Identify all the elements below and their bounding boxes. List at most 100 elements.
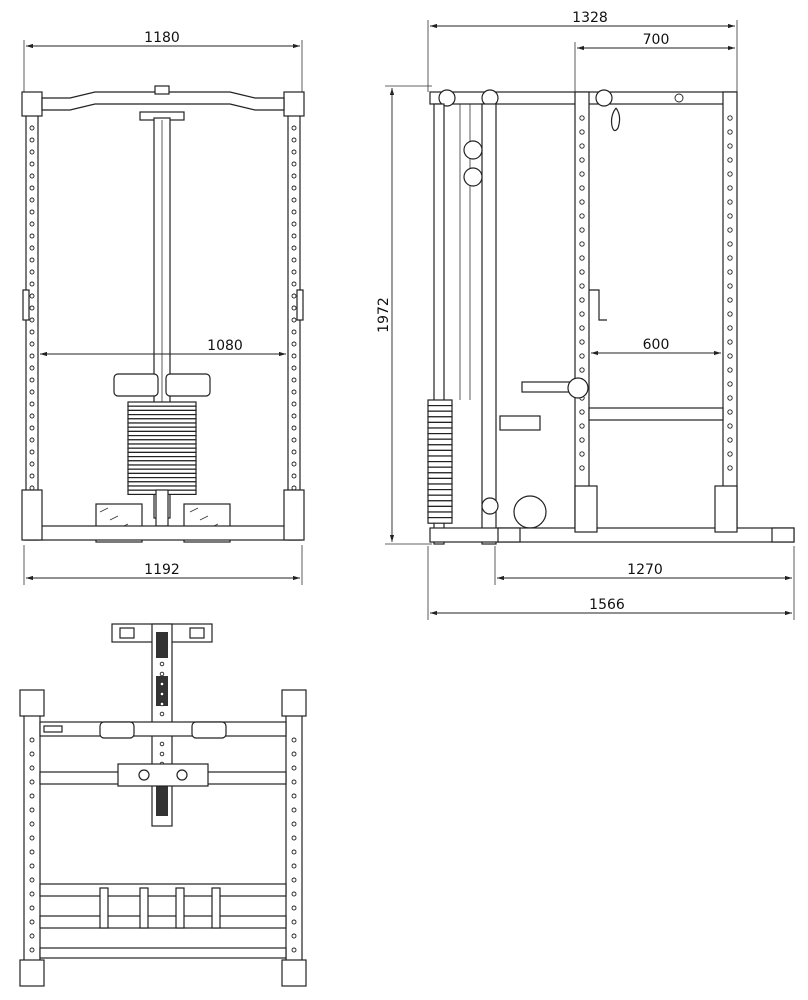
upright-hole bbox=[579, 311, 585, 317]
weight-plate bbox=[127, 472, 197, 479]
rail-hole bbox=[291, 947, 297, 953]
upright-hole bbox=[29, 173, 35, 179]
weight-plate bbox=[427, 449, 453, 457]
upright-hole bbox=[579, 129, 585, 135]
upright-hole bbox=[727, 129, 733, 135]
upright-hole bbox=[29, 257, 35, 263]
upright-hole bbox=[579, 241, 585, 247]
upright-hole bbox=[727, 437, 733, 443]
side-base-frame bbox=[429, 527, 795, 543]
upright-hole bbox=[291, 233, 297, 239]
upright-hole bbox=[29, 281, 35, 287]
upright-hole bbox=[29, 389, 35, 395]
upright-hole bbox=[727, 241, 733, 247]
beam-hole bbox=[159, 741, 165, 747]
weight-plate bbox=[427, 461, 453, 468]
weight-stack bbox=[127, 401, 197, 496]
weight-plate bbox=[427, 455, 453, 463]
upright-hole bbox=[291, 401, 297, 407]
left-thigh-pad bbox=[113, 373, 159, 397]
upright-hole bbox=[727, 465, 733, 471]
dim-total-depth: 1566 bbox=[427, 546, 792, 620]
upright-hole bbox=[579, 367, 585, 373]
upright-hole bbox=[727, 269, 733, 275]
upright-hole bbox=[29, 341, 35, 347]
weight-plate bbox=[427, 472, 453, 479]
weight-plate bbox=[127, 426, 197, 433]
rail-hole bbox=[291, 849, 297, 855]
upright-hole bbox=[727, 157, 733, 163]
upright-hole bbox=[727, 325, 733, 331]
upright-hole bbox=[29, 293, 35, 299]
upright-hole bbox=[579, 283, 585, 289]
top-view-storage-peg-2 bbox=[139, 887, 149, 929]
side-pulley-1 bbox=[438, 89, 456, 107]
upright-hole bbox=[579, 339, 585, 345]
dim-top-width: 1180 bbox=[23, 30, 303, 95]
upright-hole bbox=[727, 199, 733, 205]
upright-hole bbox=[29, 221, 35, 227]
weight-plate bbox=[427, 516, 453, 524]
side-leg-holder bbox=[499, 415, 541, 431]
upright-hole bbox=[29, 125, 35, 131]
upright-hole bbox=[29, 209, 35, 215]
weight-plate bbox=[427, 410, 453, 418]
rail-hole bbox=[29, 779, 35, 785]
upright-hole bbox=[579, 185, 585, 191]
side-pulley-3 bbox=[595, 89, 613, 107]
upright-hole bbox=[291, 341, 297, 347]
upright-hole bbox=[579, 297, 585, 303]
top-view-storage-peg-3 bbox=[175, 887, 185, 929]
side-view: 1328 700 1972 bbox=[376, 10, 795, 620]
dim-label-total-depth: 1566 bbox=[589, 597, 625, 613]
upright-hole bbox=[291, 125, 297, 131]
top-view-bolt-right bbox=[176, 769, 188, 781]
upright-hole bbox=[29, 425, 35, 431]
upright-hole bbox=[291, 485, 297, 491]
upright-hole bbox=[291, 209, 297, 215]
weight-plate bbox=[427, 421, 453, 429]
upright-hole bbox=[727, 367, 733, 373]
dim-label-inner-depth: 600 bbox=[643, 337, 670, 353]
upright-hole bbox=[291, 329, 297, 335]
weight-plate bbox=[427, 494, 453, 502]
rail-hole bbox=[291, 933, 297, 939]
upright-hole bbox=[579, 451, 585, 457]
upright-hole bbox=[727, 171, 733, 177]
upright-hole bbox=[291, 137, 297, 143]
dim-label-total-top: 1328 bbox=[572, 10, 608, 26]
top-view-label-plate bbox=[43, 725, 63, 733]
dim-label-inner-width: 1080 bbox=[207, 338, 243, 354]
weight-plate bbox=[127, 477, 197, 483]
upright-hole bbox=[579, 171, 585, 177]
upright-hole bbox=[291, 293, 297, 299]
upright-hole bbox=[29, 413, 35, 419]
rail-hole bbox=[29, 835, 35, 841]
upright-hole bbox=[727, 381, 733, 387]
upright-hole bbox=[291, 449, 297, 455]
weight-plate bbox=[427, 489, 453, 496]
top-view-beam-slot-3 bbox=[156, 786, 168, 816]
rail-hole bbox=[291, 919, 297, 925]
side-rear-gusset bbox=[714, 485, 738, 533]
weight-plate bbox=[127, 435, 197, 441]
dim-base-depth: 1270 bbox=[494, 546, 795, 620]
rail-hole bbox=[291, 807, 297, 813]
upright-hole bbox=[29, 401, 35, 407]
upright-hole bbox=[727, 339, 733, 345]
rail-hole bbox=[291, 793, 297, 799]
upright-hole bbox=[29, 353, 35, 359]
top-view-crossbar-end bbox=[39, 947, 287, 959]
dim-rack-top: 700 bbox=[574, 32, 735, 92]
upright-hole bbox=[727, 311, 733, 317]
upright-hole bbox=[291, 317, 297, 323]
top-view-lat-handle-right bbox=[189, 627, 205, 639]
upright-hole bbox=[727, 423, 733, 429]
side-plate-holder bbox=[513, 495, 547, 529]
weight-plate bbox=[427, 483, 453, 491]
top-view bbox=[19, 623, 307, 987]
upright-hole bbox=[579, 157, 585, 163]
upright-hole bbox=[291, 245, 297, 251]
upright-hole bbox=[579, 199, 585, 205]
